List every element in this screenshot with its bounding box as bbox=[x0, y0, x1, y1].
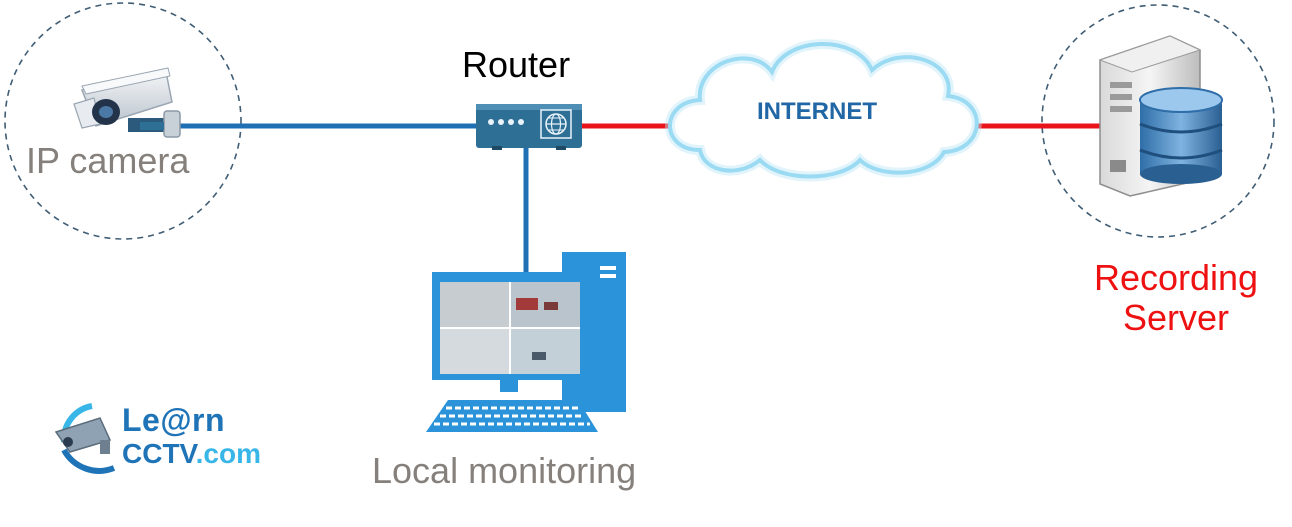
server-zone-circle bbox=[1041, 4, 1275, 238]
local-monitoring-label: Local monitoring bbox=[372, 450, 637, 491]
router-label: Router bbox=[462, 44, 571, 85]
internet-cloud-icon bbox=[665, 39, 982, 182]
learncctv-logo-icon bbox=[54, 403, 116, 474]
router-icon bbox=[476, 104, 582, 150]
logo-text-line1: Le@rn bbox=[122, 402, 226, 438]
recording-server-icon bbox=[1098, 35, 1223, 197]
recording-server-label: Recording Server bbox=[1058, 258, 1292, 338]
local-monitoring-pc-icon bbox=[426, 252, 626, 432]
internet-label: INTERNET bbox=[757, 98, 877, 125]
camera-zone-circle bbox=[4, 2, 242, 240]
recording-server-label-line2: Server bbox=[1122, 297, 1230, 338]
recording-server-label-line1: Recording bbox=[1093, 257, 1259, 298]
ip-camera-label: IP camera bbox=[26, 140, 190, 181]
logo-text-line2: CCTV.com bbox=[122, 438, 261, 470]
logo-text-suffix: .com bbox=[195, 438, 262, 469]
logo-text-cctv: CCTV bbox=[122, 438, 196, 469]
ip-camera-icon bbox=[73, 67, 181, 138]
